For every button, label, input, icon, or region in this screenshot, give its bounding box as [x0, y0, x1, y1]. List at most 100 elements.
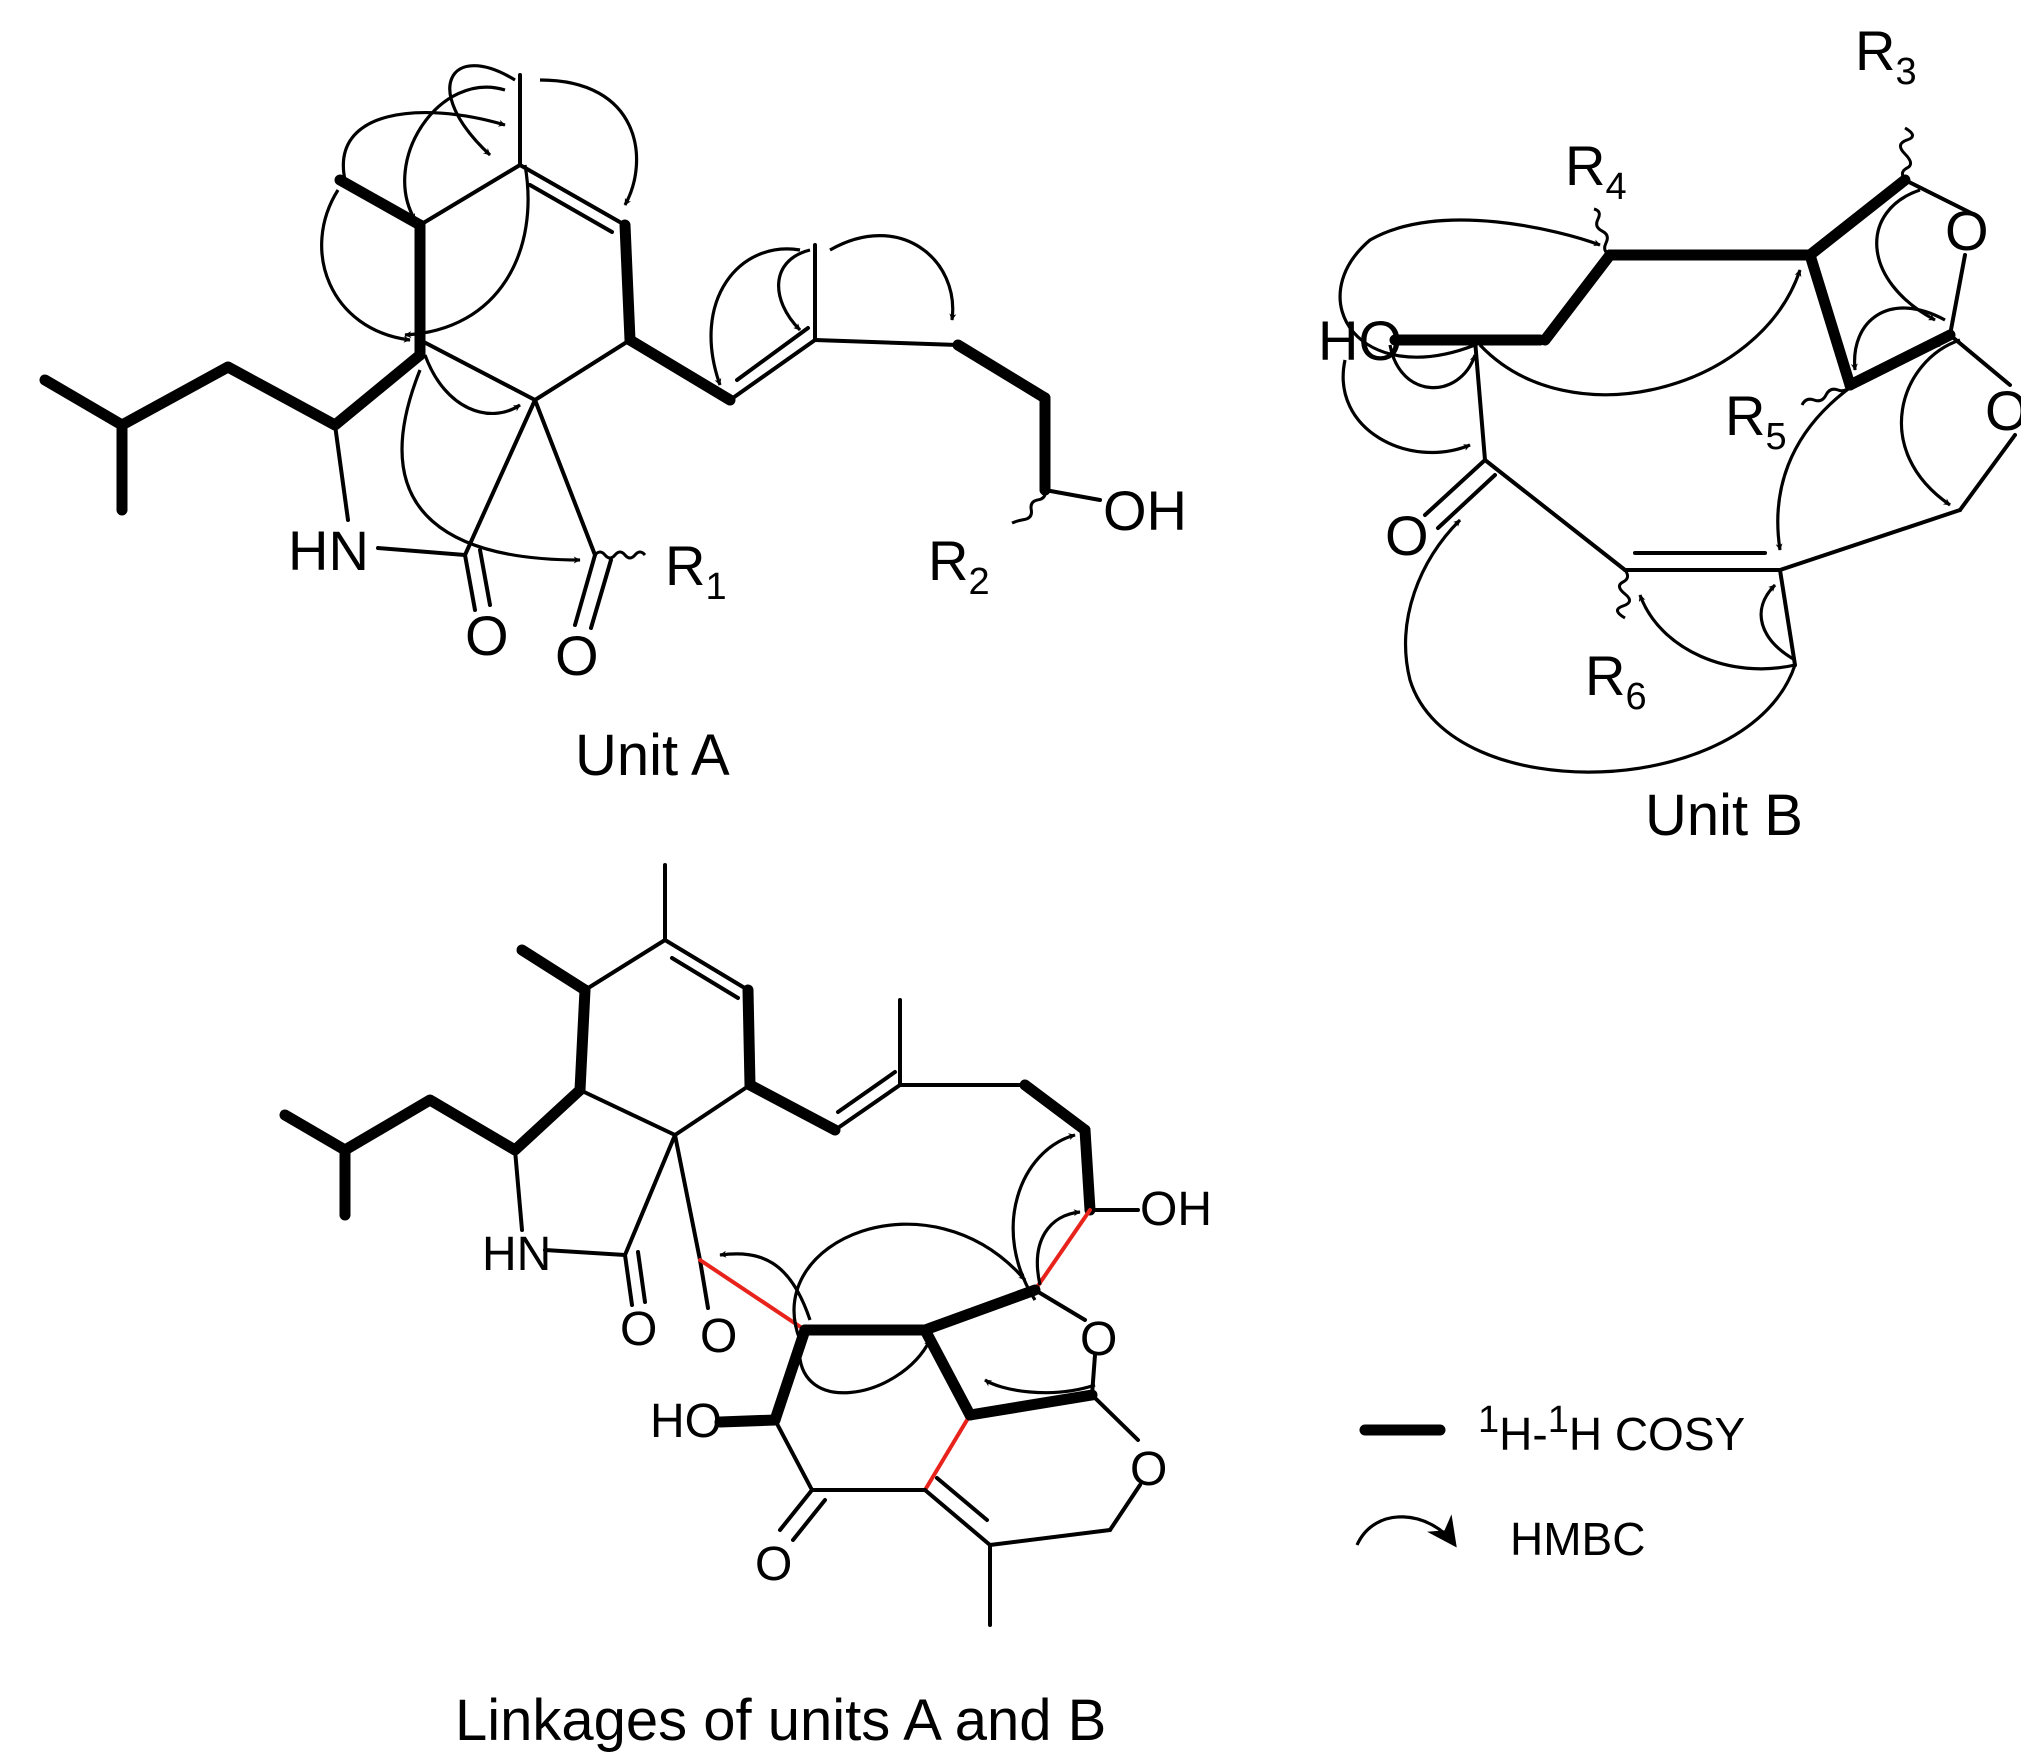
linkage-label-o-ald: O — [700, 1310, 737, 1363]
legend-cosy-label: 1H-1H COSY — [1478, 1399, 1745, 1460]
hmbc-arrow — [1338, 218, 1601, 359]
linkage-label-o-ketone: O — [755, 1538, 792, 1591]
legend-hmbc-swatch — [1355, 1514, 1457, 1548]
hmbc-arrow — [1478, 269, 1802, 397]
linkage-label-oh: OH — [1140, 1183, 1212, 1236]
unit-b-bond-c7-o2 — [1948, 333, 2012, 387]
hmbc-arrow — [1775, 343, 1941, 551]
unit-a-bond-c1-c9 — [463, 398, 537, 557]
unit-a-label-r1: R1 — [665, 534, 727, 608]
unit-a-hmbc-arrows — [320, 64, 957, 564]
linkage-double-c6-c7 — [663, 938, 750, 992]
unit-b-bond-ch2-c9 — [1778, 508, 1962, 572]
unit-a-carbonyl-c21-inner — [589, 558, 613, 630]
unit-b-bond-c5-c6 — [1804, 174, 1911, 261]
unit-a-bond-c8-c13 — [624, 334, 736, 406]
unit-a-bond-c14-c15 — [813, 338, 960, 347]
unit-b-label-o-ring2: O — [1985, 379, 2021, 442]
hmbc-arrow — [1035, 1209, 1081, 1286]
unit-b-label-o-ring1: O — [1945, 199, 1989, 262]
unit-a-carbonyl-c1-inner — [478, 548, 492, 607]
unit-b-bond-c6-o — [1903, 178, 1977, 217]
unit-a-bond-c7-c8 — [619, 219, 636, 346]
hmbc-arrow — [404, 164, 530, 339]
linkage-double-c12-c11-inner — [935, 1476, 989, 1522]
unit-b-carbonyl — [1423, 458, 1487, 517]
unit-b-wavy-r3 — [1899, 126, 1914, 181]
linkage-carbonyl-c1 — [623, 1253, 634, 1307]
linkage-methyl-c5 — [516, 944, 591, 996]
linkage-bond-c1-c9 — [623, 1133, 677, 1257]
hmbc-arrow — [719, 1250, 812, 1321]
hmbc-arrow — [341, 110, 506, 181]
unit-b-label-r4: R4 — [1565, 134, 1627, 208]
unit-b-wavy-r4 — [1593, 207, 1611, 257]
unit-b-carbonyl-inner — [1436, 473, 1497, 530]
linkage-label-o-lactam: O — [620, 1303, 657, 1356]
linkage-label-hn: HN — [482, 1228, 551, 1281]
hmbc-arrow — [1875, 188, 1936, 322]
unit-a-double-c13-c14-inner — [735, 326, 810, 382]
linkage-bond-c8-c9 — [673, 1083, 752, 1137]
unit-a-label-o1: O — [465, 604, 509, 667]
unit-b-bond-c9-ch3 — [1778, 568, 1797, 667]
hmbc-arrow — [1388, 344, 1477, 390]
linkage-bond-c10-c3 — [919, 1324, 976, 1421]
unit-b-label-r5: R5 — [1725, 384, 1787, 458]
hmbc-arrow — [984, 1378, 1096, 1395]
unit-b-caption: Unit B — [1645, 783, 1803, 848]
unit-a-bond-c9-c21 — [533, 398, 597, 557]
unit-a-isobutyl-chain — [39, 349, 426, 431]
linkage-bond-o-c19 — [1090, 1353, 1097, 1397]
hmbc-arrow — [1011, 1133, 1076, 1301]
hmbc-arrow — [403, 85, 506, 221]
hmbc-arrow — [448, 64, 516, 157]
unit-a-label-r2: R2 — [928, 529, 990, 603]
linkage-bond-n-c1 — [543, 1248, 627, 1257]
unit-a-bond-c9-c4 — [418, 338, 537, 402]
linkage-bond-c19-o2 — [1090, 1393, 1140, 1442]
linkage-bond-c19-c10 — [964, 1389, 1098, 1421]
unit-a-bond-c5-c6 — [418, 163, 522, 227]
unit-a: HN O O R1 OH R2 Unit A — [39, 64, 1187, 788]
unit-b-bond-o-c7 — [1948, 253, 1967, 337]
linkage-bond-c4-c5 — [574, 984, 591, 1096]
linkage-carbonyl-ketone-inner — [791, 1498, 827, 1542]
hmbc-arrow — [320, 189, 411, 343]
hmbc-arrow — [792, 1222, 1027, 1341]
linkage-double-c12-c11 — [923, 1488, 992, 1547]
linkage-red-bond-c10-c11 — [923, 1413, 972, 1492]
unit-a-bond-n-c1 — [376, 546, 467, 557]
unit-a-label-o2: O — [555, 624, 599, 687]
unit-a-carbonyl-c1 — [463, 553, 477, 612]
linkage-bond-c9-c21 — [673, 1133, 702, 1262]
linkage-carbonyl-ketone — [778, 1488, 814, 1532]
unit-a-bond-c17-oh — [1043, 488, 1102, 502]
linkage-double-c13-c14-inner — [836, 1070, 897, 1114]
hmbc-arrow — [539, 78, 639, 206]
hmbc-arrow — [709, 247, 801, 386]
linkage-double-c13-c14 — [833, 1083, 902, 1132]
unit-a-wavy-r1 — [593, 550, 647, 560]
linkage-red-bond-c21-c2 — [698, 1258, 807, 1332]
unit-a-double-c6-c7 — [518, 163, 627, 227]
unit-a-label-oh: OH — [1103, 479, 1187, 542]
linkage-bond-c1-cho — [773, 1418, 814, 1492]
linkage-structure: HN O O OH HO O O O Linkages of units A a… — [279, 863, 1212, 1753]
unit-b-label-o-ketone: O — [1385, 504, 1429, 567]
linkage-carbonyl-c1-inner — [636, 1250, 647, 1304]
linkage-ho-bond — [714, 1414, 781, 1428]
linkage-bond-c15-c16 — [1019, 1079, 1091, 1136]
linkage-label-o-ring2: O — [1130, 1443, 1167, 1496]
linkage-bond-c9-c4 — [578, 1088, 677, 1137]
unit-b-bond-c3-c4 — [1539, 249, 1616, 346]
linkage-bond-c3-n — [513, 1148, 524, 1232]
unit-a-caption: Unit A — [575, 723, 730, 788]
linkage-bond-o2-ch2 — [1108, 1483, 1142, 1532]
linkage-isobutyl-chain — [279, 1084, 586, 1156]
linkage-bond-c8-c13 — [744, 1079, 841, 1136]
unit-a-bond-c8-c9 — [533, 338, 632, 402]
linkage-red-bond-c17-c18 — [1033, 1208, 1092, 1292]
